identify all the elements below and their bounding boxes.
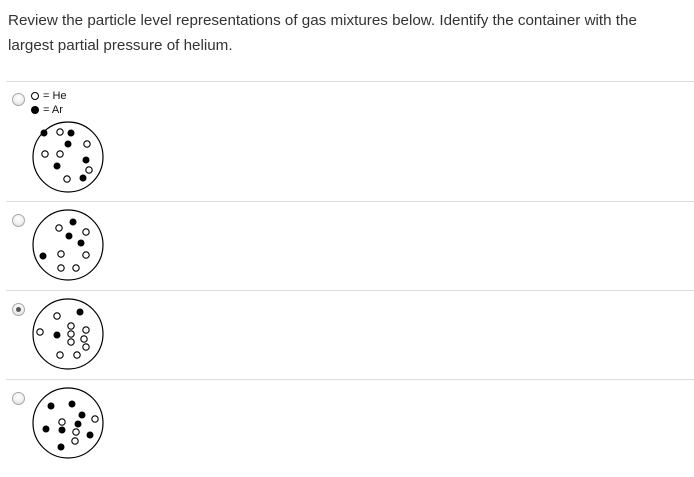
helium-particle <box>67 322 75 330</box>
gas-container <box>32 298 104 370</box>
helium-particle <box>82 228 90 236</box>
argon-particle <box>64 140 72 148</box>
argon-particle <box>86 431 94 439</box>
argon-particle <box>39 252 47 260</box>
gas-container <box>32 387 104 459</box>
helium-symbol-icon <box>31 92 39 100</box>
argon-particle <box>40 129 48 137</box>
argon-particle <box>65 232 73 240</box>
helium-particle <box>55 224 63 232</box>
helium-particle <box>82 343 90 351</box>
answer-option-c[interactable] <box>6 290 694 379</box>
argon-symbol-icon <box>31 106 39 114</box>
helium-particle <box>82 251 90 259</box>
helium-particle <box>57 250 65 258</box>
helium-particle <box>72 428 80 436</box>
argon-particle <box>74 420 82 428</box>
helium-particle <box>56 128 64 136</box>
argon-particle <box>77 239 85 247</box>
helium-particle <box>85 166 93 174</box>
helium-particle <box>91 415 99 423</box>
helium-particle <box>67 338 75 346</box>
gas-container <box>32 121 104 193</box>
question-text: Review the particle level representation… <box>8 9 678 58</box>
helium-particle <box>36 328 44 336</box>
argon-particle <box>79 174 87 182</box>
argon-particle <box>57 443 65 451</box>
radio-option-d[interactable] <box>12 392 25 405</box>
helium-particle <box>63 175 71 183</box>
helium-particle <box>53 312 61 320</box>
legend-he-row: = He <box>31 89 67 103</box>
helium-particle <box>56 351 64 359</box>
helium-particle <box>56 150 64 158</box>
container-outline <box>32 387 104 459</box>
argon-particle <box>58 426 66 434</box>
legend: = He = Ar <box>31 89 67 117</box>
legend-he-label: = He <box>43 90 67 102</box>
helium-particle <box>72 264 80 272</box>
helium-particle <box>67 330 75 338</box>
radio-option-c[interactable] <box>12 303 25 316</box>
argon-particle <box>82 156 90 164</box>
helium-particle <box>73 351 81 359</box>
argon-particle <box>53 162 61 170</box>
question-line-1: Review the particle level representation… <box>8 12 637 29</box>
answer-option-a[interactable]: = He = Ar <box>6 81 694 201</box>
answer-option-b[interactable] <box>6 201 694 290</box>
helium-particle <box>41 150 49 158</box>
argon-particle <box>78 411 86 419</box>
helium-particle <box>58 418 66 426</box>
argon-particle <box>69 218 77 226</box>
argon-particle <box>67 129 75 137</box>
argon-particle <box>68 400 76 408</box>
helium-particle <box>82 326 90 334</box>
argon-particle <box>42 425 50 433</box>
container-outline <box>32 209 104 281</box>
gas-container <box>32 209 104 281</box>
helium-particle <box>57 264 65 272</box>
helium-particle <box>80 335 88 343</box>
legend-ar-label: = Ar <box>43 104 63 116</box>
legend-ar-row: = Ar <box>31 103 67 117</box>
question-line-2: largest partial pressure of helium. <box>8 36 233 54</box>
radio-dot <box>16 307 21 312</box>
helium-particle <box>83 140 91 148</box>
container-outline <box>32 121 104 193</box>
radio-option-b[interactable] <box>12 214 25 227</box>
helium-particle <box>71 437 79 445</box>
argon-particle <box>53 331 61 339</box>
answer-option-d[interactable] <box>6 379 694 476</box>
radio-option-a[interactable] <box>12 93 25 106</box>
argon-particle <box>76 308 84 316</box>
argon-particle <box>47 402 55 410</box>
